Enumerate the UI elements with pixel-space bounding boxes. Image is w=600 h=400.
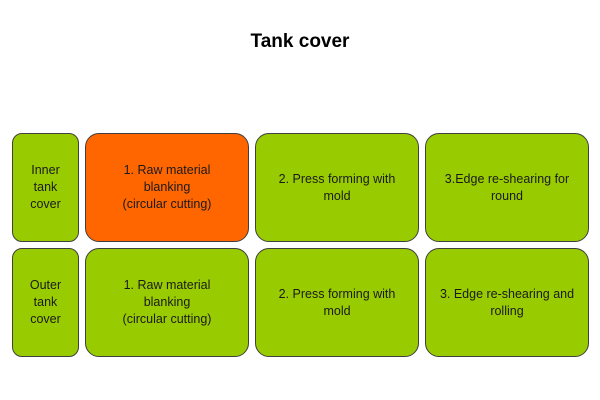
step-box-outer-2: 2. Press forming with mold <box>255 248 419 357</box>
step-box-outer-3: 3. Edge re-shearing and rolling <box>425 248 589 357</box>
step-box-outer-1: 1. Raw material blanking (circular cutti… <box>85 248 249 357</box>
diagram-title: Tank cover <box>250 31 350 52</box>
row-label-outer-tank-cover: Outer tank cover <box>12 248 79 357</box>
row-label-inner-tank-cover: Inner tank cover <box>12 133 79 242</box>
step-box-inner-3: 3.Edge re-shearing for round <box>425 133 589 242</box>
step-box-inner-1: 1. Raw material blanking (circular cutti… <box>85 133 249 242</box>
step-box-inner-2: 2. Press forming with mold <box>255 133 419 242</box>
